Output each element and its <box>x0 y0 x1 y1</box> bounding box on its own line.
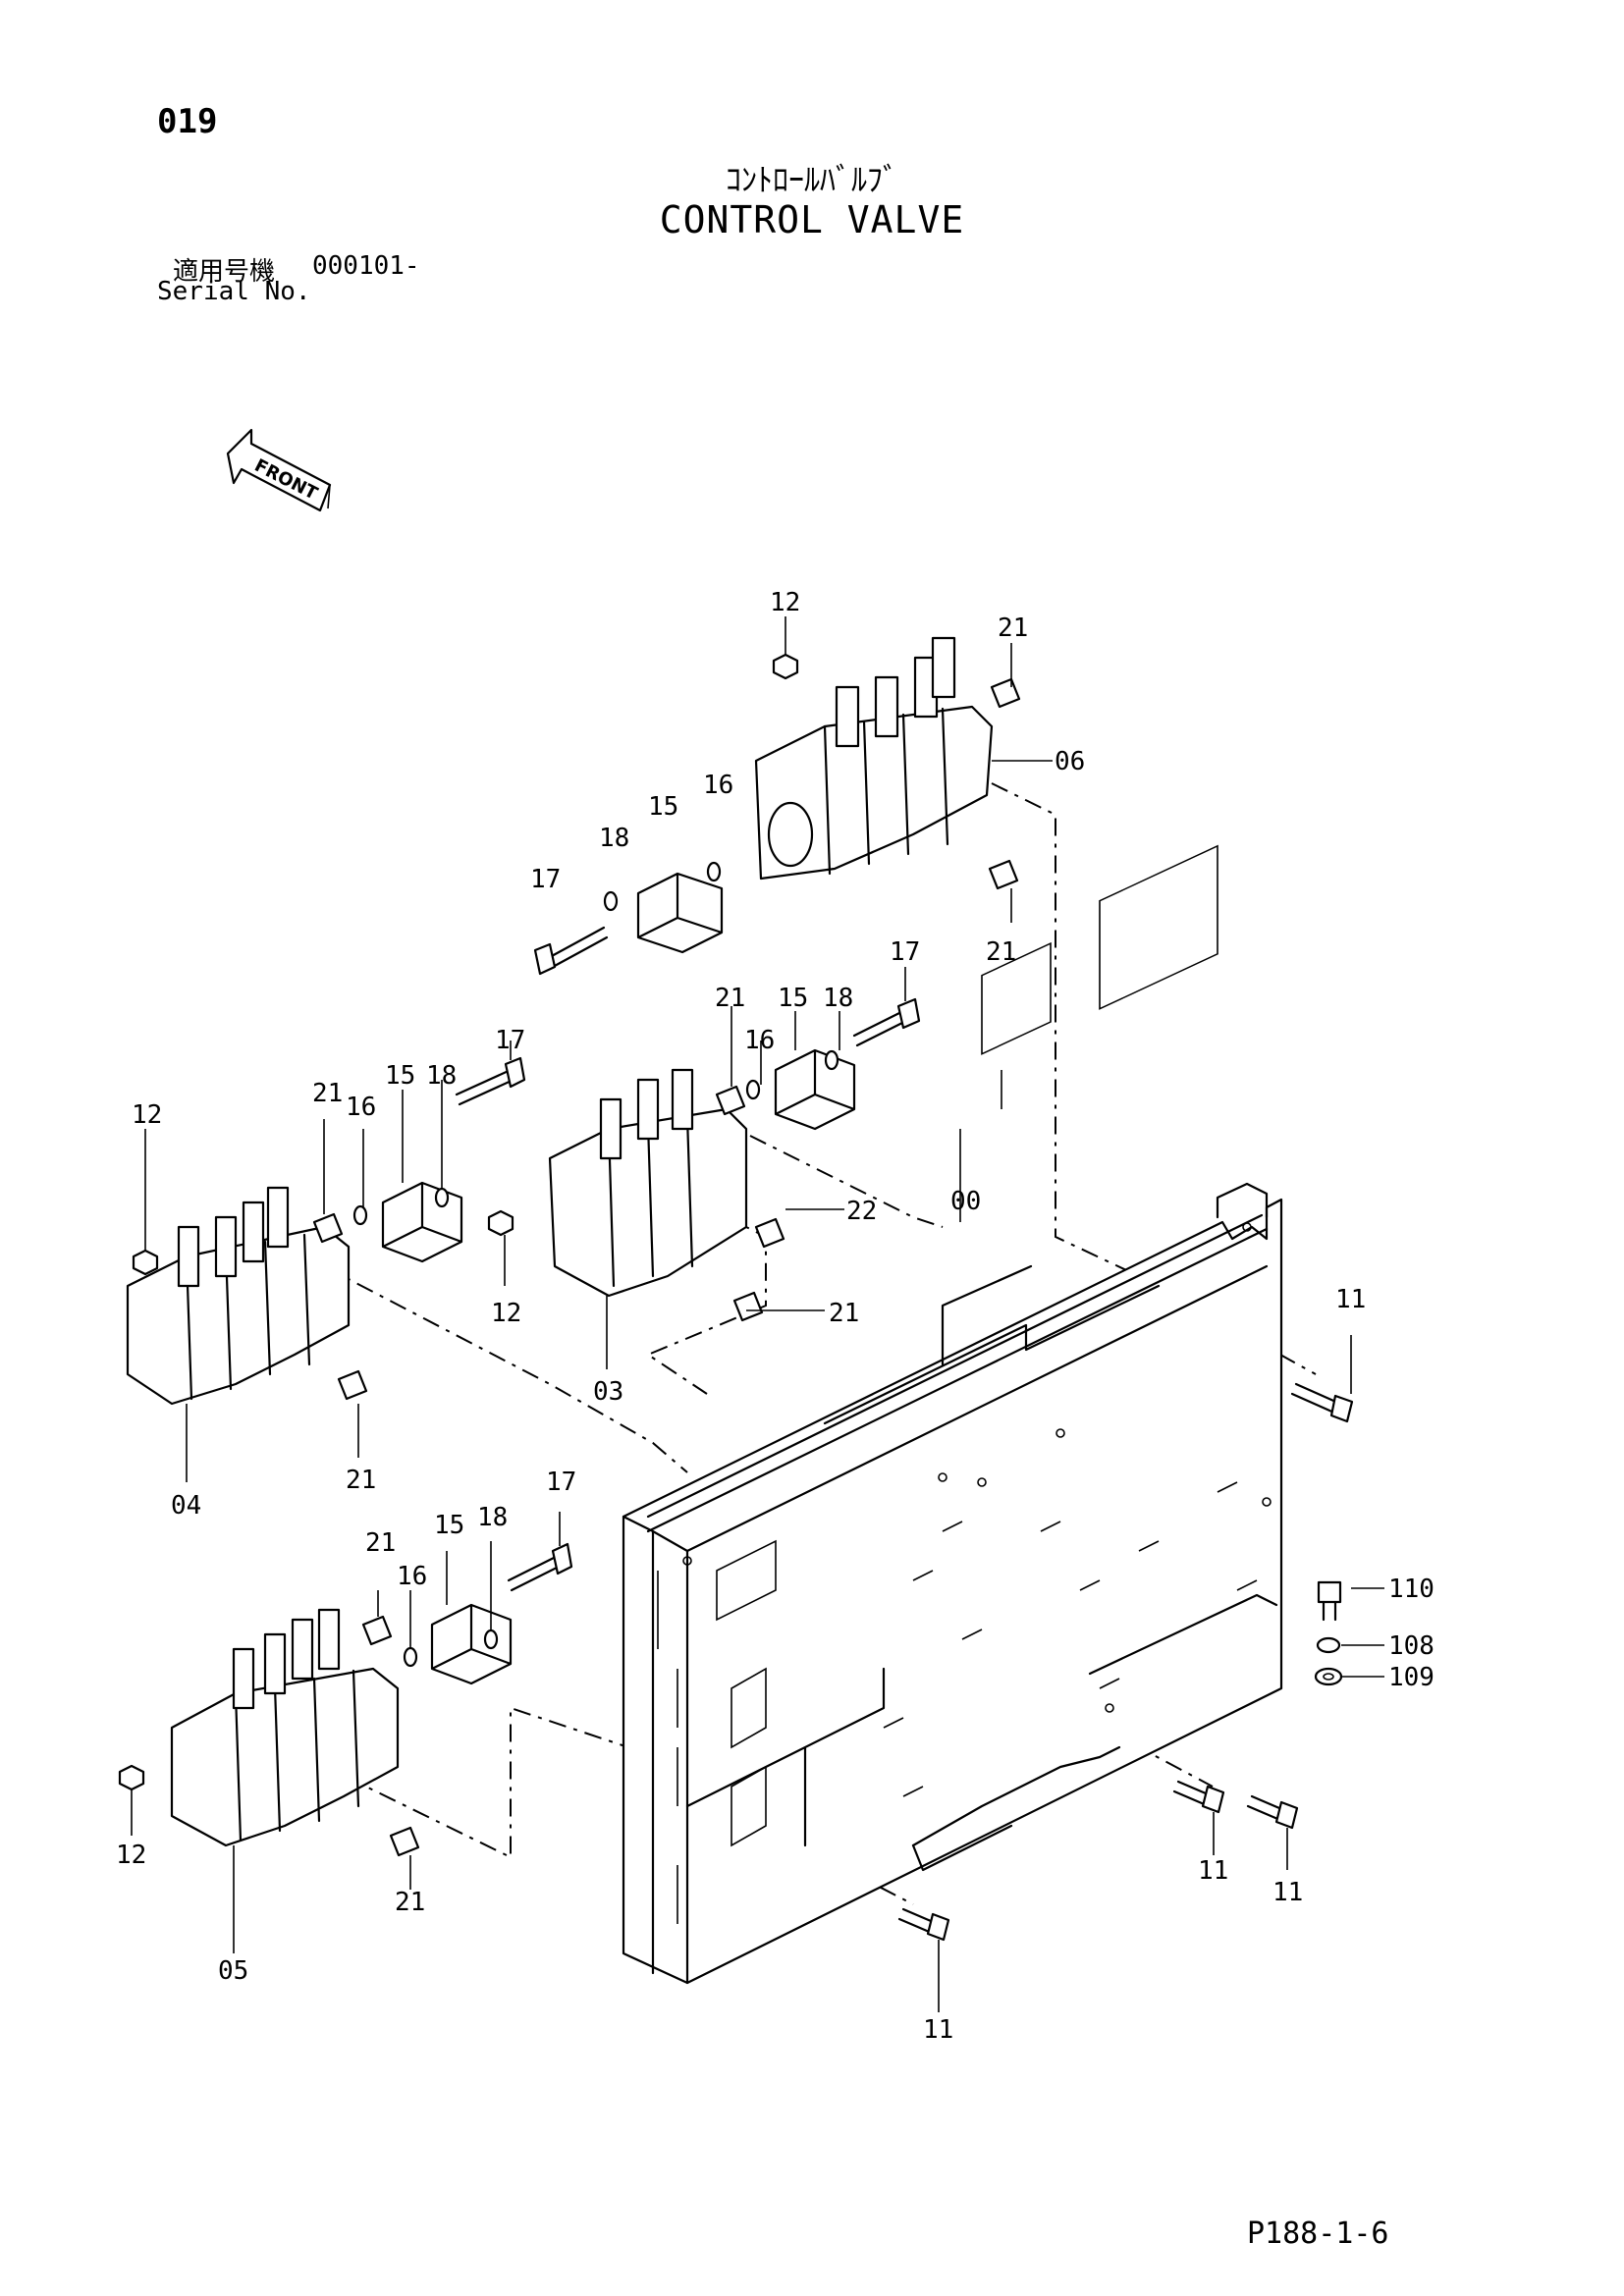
control-valve-05 <box>170 1608 400 1847</box>
callout-03: 03 <box>593 1377 623 1407</box>
callout-15-bottom: 15 <box>434 1511 464 1540</box>
front-direction-arrow: FRONT <box>226 428 332 512</box>
mounting-bracket <box>622 844 1283 1985</box>
callout-labels: 12 21 06 16 15 18 17 21 17 21 15 18 16 1… <box>116 588 1435 2045</box>
callout-21-middle-bottom: 21 <box>829 1299 859 1328</box>
callout-21-middle-top: 21 <box>715 984 745 1013</box>
callout-04: 04 <box>171 1491 201 1521</box>
callout-21-left-top: 21 <box>312 1079 343 1108</box>
callout-11-right: 11 <box>1335 1285 1366 1314</box>
callout-108: 108 <box>1388 1631 1435 1661</box>
callout-15-top: 15 <box>648 792 678 822</box>
page-number: 019 <box>157 102 218 141</box>
serial-label-japanese: 適用号機 <box>173 257 276 287</box>
callout-00: 00 <box>950 1187 981 1216</box>
callout-18-middle: 18 <box>823 984 853 1013</box>
callout-110: 110 <box>1388 1575 1435 1604</box>
callout-109: 109 <box>1388 1663 1435 1692</box>
control-valve-06 <box>754 636 994 881</box>
callout-12-left: 12 <box>132 1100 162 1130</box>
callout-16-bottom: 16 <box>397 1562 427 1591</box>
callout-17-middle: 17 <box>890 937 920 967</box>
page-title: CONTROL VALVE <box>659 198 965 241</box>
leader-lines <box>131 616 1384 2012</box>
callout-12-middle: 12 <box>491 1299 521 1328</box>
callout-12-bottom: 12 <box>116 1841 146 1870</box>
callout-21-top-right: 21 <box>986 937 1016 967</box>
serial-label: Serial No. <box>157 277 311 306</box>
callout-18-left: 18 <box>426 1061 457 1091</box>
bolts <box>455 926 1354 1942</box>
callout-16-top: 16 <box>703 771 733 800</box>
washers-and-nuts <box>118 653 1343 1791</box>
serial-range: 000101- <box>312 251 420 281</box>
callout-15-left: 15 <box>385 1061 415 1091</box>
callout-22: 22 <box>846 1197 877 1226</box>
callout-15-middle: 15 <box>778 984 808 1013</box>
callout-11-bottom: 11 <box>923 2015 953 2045</box>
callout-12-top: 12 <box>770 588 800 617</box>
callout-21-top: 21 <box>998 614 1028 643</box>
callout-21-bottom: 21 <box>395 1888 425 1917</box>
page-title-japanese: ｺﾝﾄﾛｰﾙﾊﾞﾙﾌﾞ <box>725 161 898 198</box>
callout-18-top: 18 <box>599 824 629 853</box>
callout-16-middle: 16 <box>744 1026 775 1055</box>
callout-11-bottom-middle: 11 <box>1198 1856 1228 1886</box>
callout-06: 06 <box>1055 747 1085 776</box>
callout-17-bottom: 17 <box>546 1468 576 1497</box>
fittings <box>312 677 1021 1857</box>
control-valve-03 <box>548 1068 748 1298</box>
callout-17-top: 17 <box>530 865 561 894</box>
callout-18-bottom: 18 <box>477 1503 508 1532</box>
callout-16-left: 16 <box>346 1093 376 1122</box>
control-valve-04 <box>126 1186 351 1406</box>
page-code: P188-1-6 <box>1247 2216 1389 2251</box>
callout-05: 05 <box>218 1956 248 1986</box>
callout-11-bottom-right: 11 <box>1272 1878 1303 1907</box>
callout-17-left: 17 <box>495 1026 525 1055</box>
callout-21-bottom-top: 21 <box>365 1528 396 1558</box>
callout-21-left-bottom: 21 <box>346 1466 376 1495</box>
